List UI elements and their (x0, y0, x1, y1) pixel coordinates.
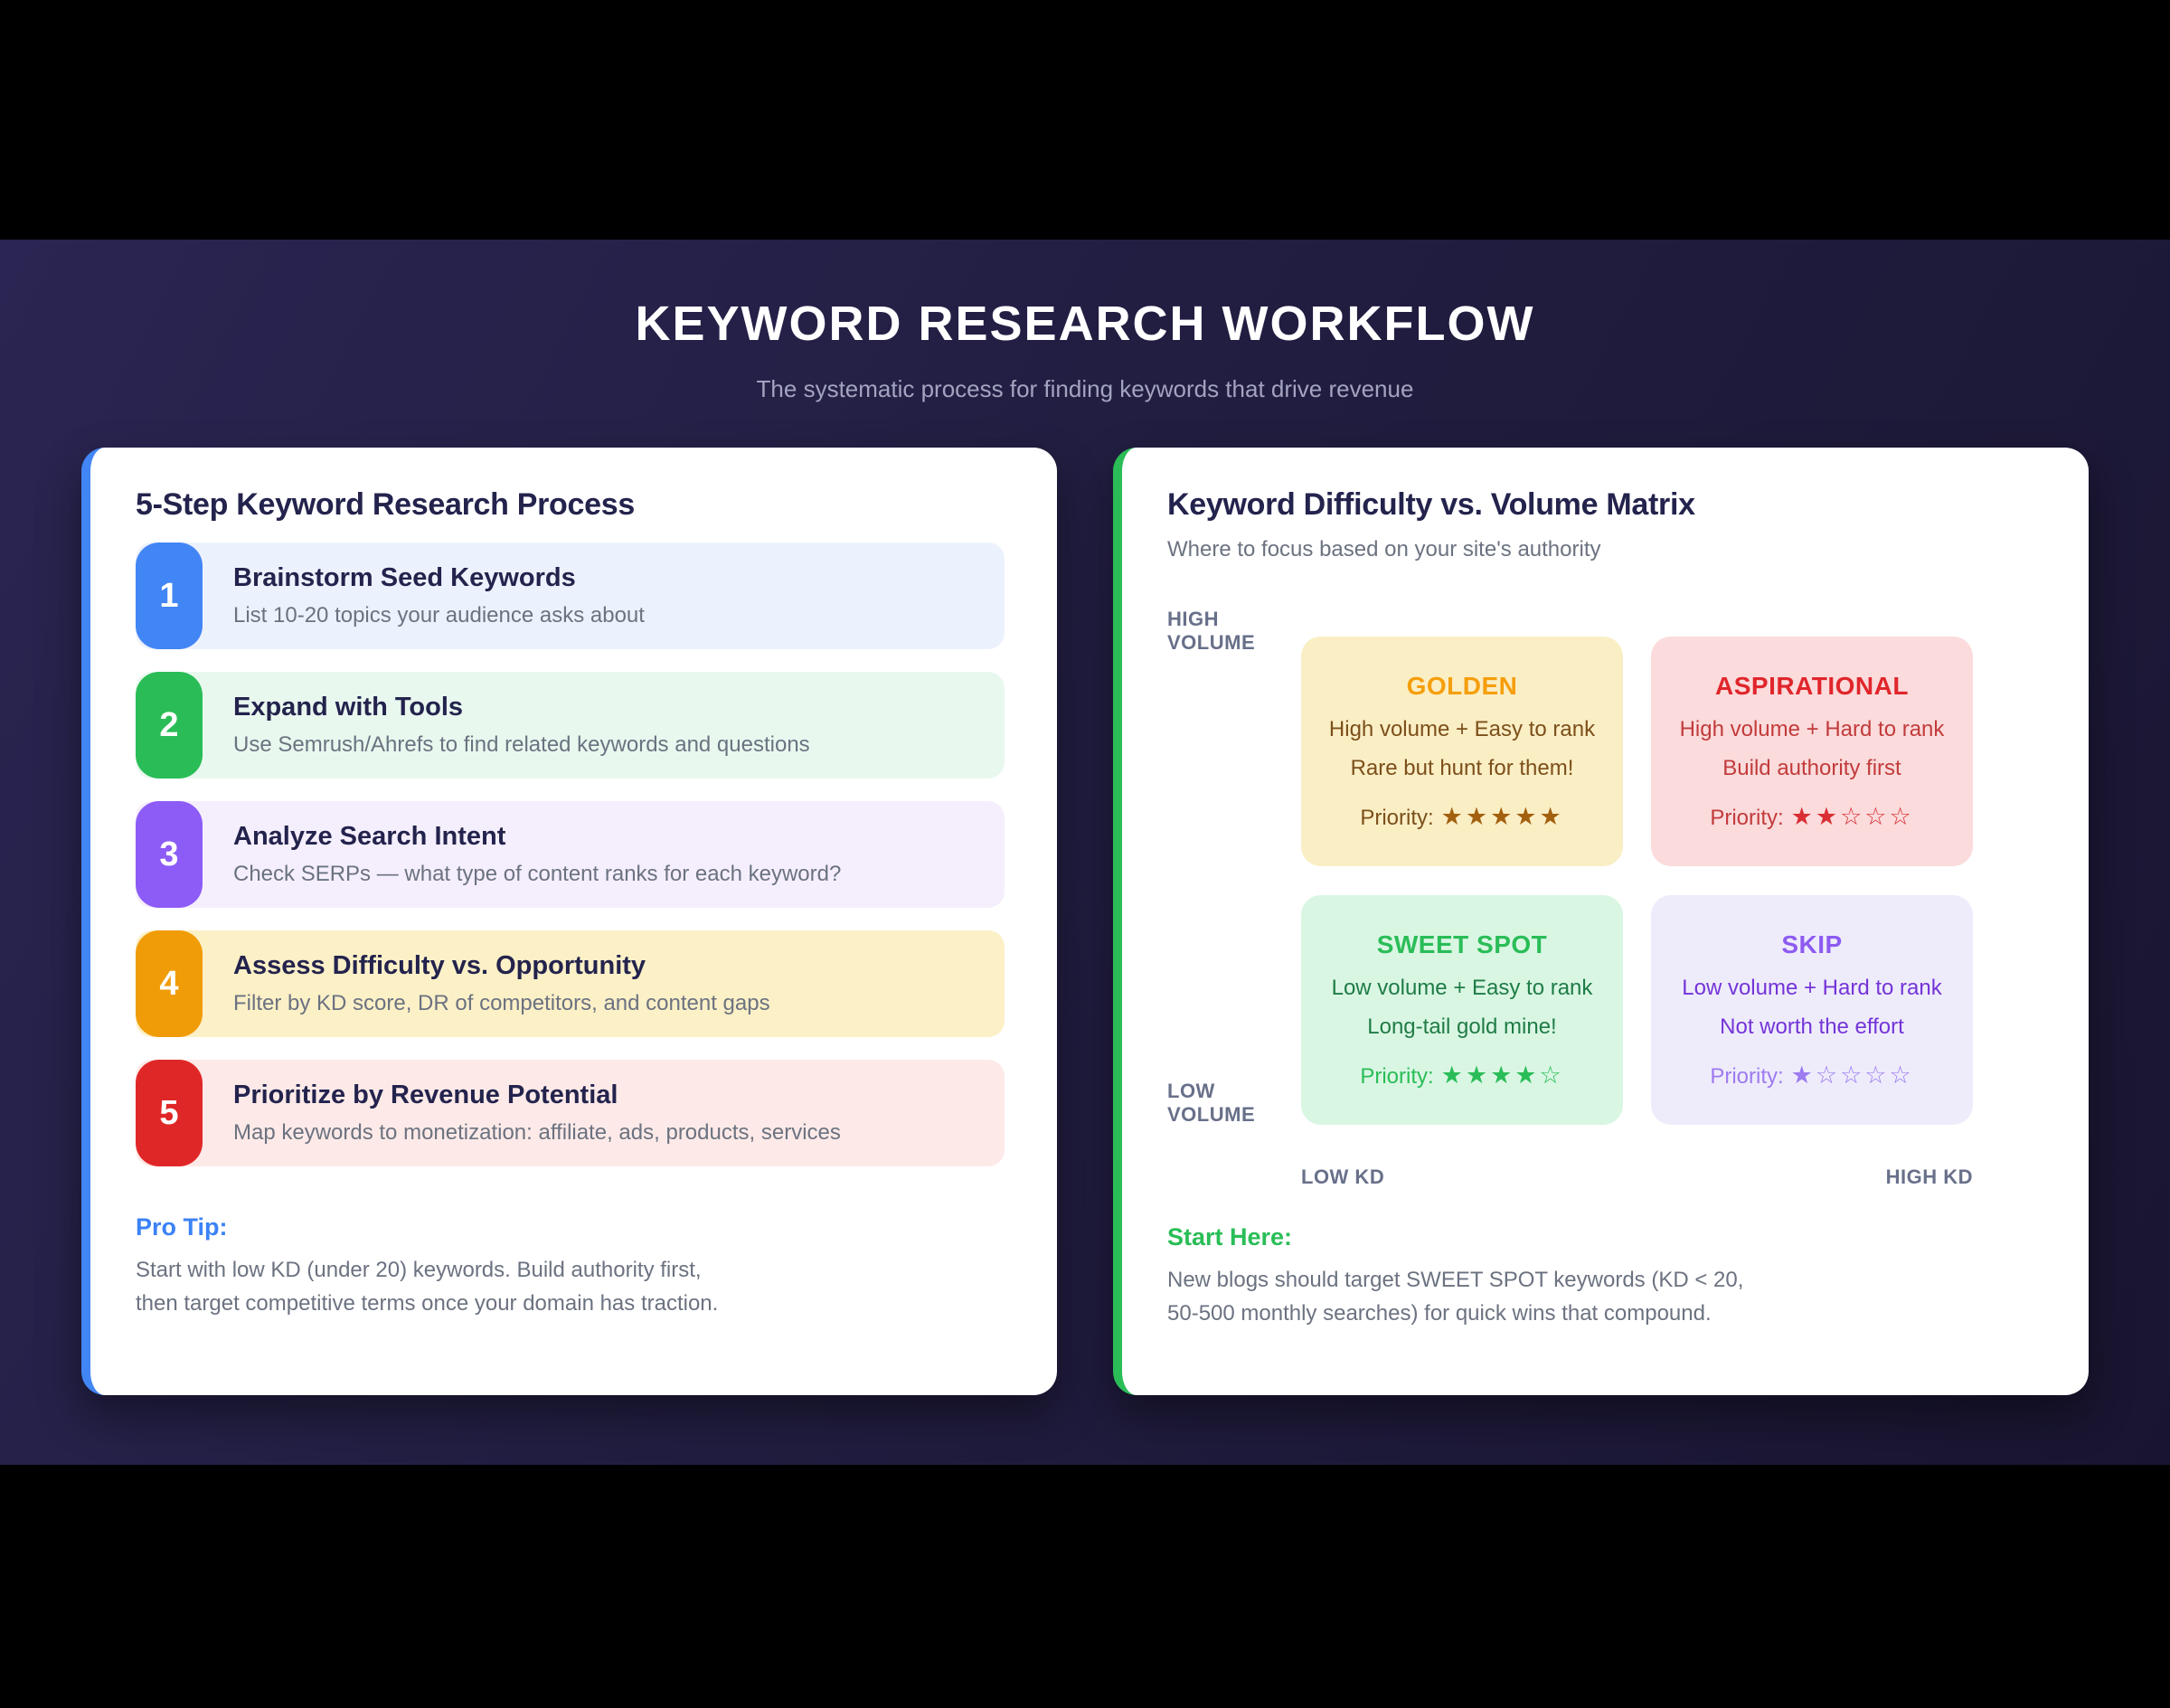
step-description: Use Semrush/Ahrefs to find related keywo… (233, 732, 810, 757)
top-letterbox (0, 0, 2170, 240)
step-title: Analyze Search Intent (233, 822, 506, 851)
axis-label-high-volume: HIGH VOLUME (1167, 608, 1256, 654)
step-text: Analyze Search Intent Check SERPs — what… (233, 822, 841, 887)
step-text: Assess Difficulty vs. Opportunity Filter… (233, 951, 770, 1016)
step-row-background (136, 930, 1005, 1037)
quadrant-aspirational: ASPIRATIONAL High volume + Hard to rank … (1651, 637, 1973, 866)
priority-label: Priority: (1710, 1064, 1784, 1089)
page-title: KEYWORD RESEARCH WORKFLOW (635, 297, 1535, 351)
volume-axis-gutter: HIGH VOLUME LOW VOLUME (1167, 608, 1301, 1126)
step-row-background (136, 543, 1005, 649)
process-card: 5-Step Keyword Research Process 1 Brains… (81, 448, 1057, 1395)
page-header: KEYWORD RESEARCH WORKFLOW The systematic… (0, 240, 2170, 403)
start-here-text-line: New blogs should target SWEET SPOT keywo… (1167, 1268, 1744, 1292)
matrix-card-subtitle: Where to focus based on your site's auth… (1167, 537, 1601, 561)
step-row-background (136, 672, 1005, 779)
kd-axis-labels: LOW KD HIGH KD (1301, 1165, 1973, 1189)
step-title: Prioritize by Revenue Potential (233, 1080, 618, 1109)
start-here-text-line: 50-500 monthly searches) for quick wins … (1167, 1301, 1712, 1326)
page-subtitle: The systematic process for finding keywo… (756, 375, 1414, 402)
process-card-title: 5-Step Keyword Research Process (136, 487, 635, 522)
quadrant-title: SKIP (1781, 930, 1843, 958)
process-step-1: 1 Brainstorm Seed Keywords List 10-20 to… (136, 543, 1005, 649)
quadrant-line: Build authority first (1722, 756, 1901, 780)
quadrant-line: Low volume + Easy to rank (1331, 976, 1593, 1000)
step-number-badge: 5 (136, 1060, 203, 1166)
priority-label: Priority: (1360, 806, 1434, 830)
infographic-stage: KEYWORD RESEARCH WORKFLOW The systematic… (0, 240, 2170, 1465)
step-number-badge: 4 (136, 930, 203, 1037)
axis-label-high-kd: HIGH KD (1885, 1165, 1973, 1188)
axis-label-low-volume: LOW VOLUME (1167, 1080, 1256, 1126)
process-steps-list: 1 Brainstorm Seed Keywords List 10-20 to… (136, 543, 1005, 1166)
axis-label-low-kd: LOW KD (1301, 1165, 1385, 1188)
quadrant-title: GOLDEN (1406, 672, 1518, 700)
quadrant-line: Low volume + Hard to rank (1682, 976, 1942, 1000)
process-step-3: 3 Analyze Search Intent Check SERPs — wh… (136, 801, 1005, 908)
process-step-4: 4 Assess Difficulty vs. Opportunity Filt… (136, 930, 1005, 1037)
matrix-card-title: Keyword Difficulty vs. Volume Matrix (1167, 487, 1695, 522)
quadrant-line: High volume + Hard to rank (1679, 717, 1945, 741)
step-row-background (136, 1060, 1005, 1166)
step-text: Prioritize by Revenue Potential Map keyw… (233, 1080, 841, 1146)
quadrant-priority: Priority:★★☆☆☆ (1710, 803, 1913, 831)
quadrant-line: Rare but hunt for them! (1350, 756, 1574, 780)
priority-label: Priority: (1710, 806, 1784, 830)
priority-stars: ★★★★☆ (1440, 1062, 1564, 1089)
process-step-5: 5 Prioritize by Revenue Potential Map ke… (136, 1060, 1005, 1166)
step-text: Brainstorm Seed Keywords List 10-20 topi… (233, 563, 645, 628)
step-title: Expand with Tools (233, 693, 464, 722)
quadrant-title: ASPIRATIONAL (1715, 672, 1909, 700)
step-description: Filter by KD score, DR of competitors, a… (233, 991, 770, 1015)
quadrant-priority: Priority:★★★★★ (1360, 803, 1563, 831)
start-here-label: Start Here: (1167, 1223, 1293, 1250)
matrix-area: HIGH VOLUME LOW VOLUME GOLDEN High volum… (1167, 608, 2036, 1126)
step-number-badge: 3 (136, 801, 203, 908)
quadrant-line: High volume + Easy to rank (1328, 717, 1596, 741)
pro-tip-label: Pro Tip: (136, 1213, 228, 1241)
quadrant-golden: GOLDEN High volume + Easy to rank Rare b… (1301, 637, 1623, 866)
step-row-background (136, 801, 1005, 908)
step-text: Expand with Tools Use Semrush/Ahrefs to … (233, 693, 810, 758)
step-description: Map keywords to monetization: affiliate,… (233, 1120, 841, 1145)
step-title: Brainstorm Seed Keywords (233, 563, 576, 592)
step-description: List 10-20 topics your audience asks abo… (233, 603, 645, 628)
pro-tip-text-line: Start with low KD (under 20) keywords. B… (136, 1258, 702, 1282)
priority-stars: ★★★★★ (1440, 803, 1564, 830)
process-step-2: 2 Expand with Tools Use Semrush/Ahrefs t… (136, 672, 1005, 779)
quadrant-skip: SKIP Low volume + Hard to rank Not worth… (1651, 895, 1973, 1125)
quadrant-priority: Priority:★☆☆☆☆ (1710, 1062, 1913, 1090)
step-description: Check SERPs — what type of content ranks… (233, 862, 842, 886)
matrix-card: Keyword Difficulty vs. Volume Matrix Whe… (1113, 448, 2089, 1395)
quadrant-line: Long-tail gold mine! (1367, 1014, 1557, 1039)
start-here-tip: Start Here: New blogs should target SWEE… (1167, 1223, 2036, 1330)
pro-tip: Pro Tip: Start with low KD (under 20) ke… (136, 1213, 1005, 1320)
step-number-badge: 1 (136, 543, 203, 649)
step-title: Assess Difficulty vs. Opportunity (233, 951, 646, 980)
matrix-grid: GOLDEN High volume + Easy to rank Rare b… (1301, 637, 1973, 1125)
quadrant-title: SWEET SPOT (1376, 930, 1548, 958)
quadrant-priority: Priority:★★★★☆ (1360, 1062, 1563, 1090)
quadrant-sweet-spot: SWEET SPOT Low volume + Easy to rank Lon… (1301, 895, 1623, 1125)
bottom-letterbox (0, 1465, 2170, 1708)
step-number-badge: 2 (136, 672, 203, 779)
priority-stars: ★★☆☆☆ (1790, 803, 1914, 830)
priority-stars: ★☆☆☆☆ (1790, 1062, 1914, 1089)
quadrant-line: Not worth the effort (1720, 1014, 1904, 1039)
pro-tip-text-line: then target competitive terms once your … (136, 1291, 719, 1316)
priority-label: Priority: (1360, 1064, 1434, 1089)
cards-row: 5-Step Keyword Research Process 1 Brains… (81, 448, 2089, 1395)
